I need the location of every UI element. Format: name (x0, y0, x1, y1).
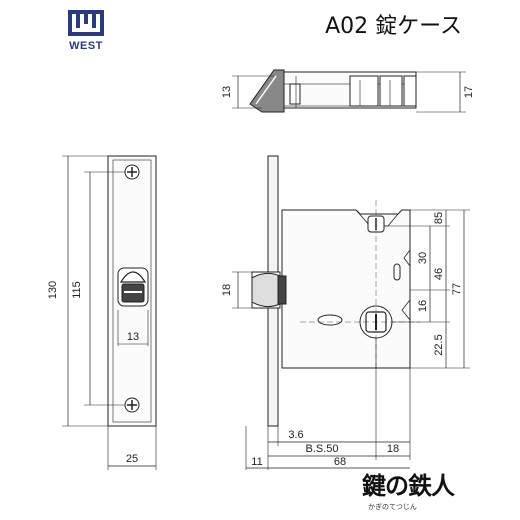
front-plate-inner (112, 159, 152, 423)
dim-68: 68 (334, 456, 346, 468)
oval-slot (317, 314, 343, 326)
brand-logo: 鍵の鉄人 かぎのてつじん (362, 466, 472, 516)
brand-main-text: 鍵の鉄人 (362, 472, 455, 500)
side-case-body (281, 209, 411, 369)
page-title: A02 錠ケース (325, 14, 462, 39)
dim-backset: B.S.50 (305, 443, 338, 455)
dim-77: 77 (451, 283, 463, 295)
dim-18-side: 18 (221, 284, 233, 296)
dim-25: 25 (126, 453, 138, 465)
small-slot (393, 263, 401, 281)
top-view-latch (249, 69, 285, 113)
dim-13-knob: 13 (127, 331, 139, 343)
dim-13-top: 13 (221, 86, 233, 98)
dim-46: 46 (433, 268, 445, 280)
dim-115: 115 (71, 281, 83, 299)
logo-text: WEST (69, 40, 103, 52)
dim-17: 17 (463, 86, 475, 98)
brand-sub-text: かぎのてつじん (368, 504, 417, 511)
dim-85: 85 (433, 212, 445, 224)
dim-22-5: 22.5 (433, 334, 445, 355)
dim-30: 30 (417, 252, 429, 264)
west-logo-glyph (72, 14, 100, 32)
dim-3-6: 3.6 (288, 429, 303, 441)
dim-11: 11 (251, 456, 262, 468)
dim-18-bottom: 18 (387, 443, 399, 455)
dim-130: 130 (47, 281, 59, 299)
dim-16: 16 (417, 300, 429, 312)
